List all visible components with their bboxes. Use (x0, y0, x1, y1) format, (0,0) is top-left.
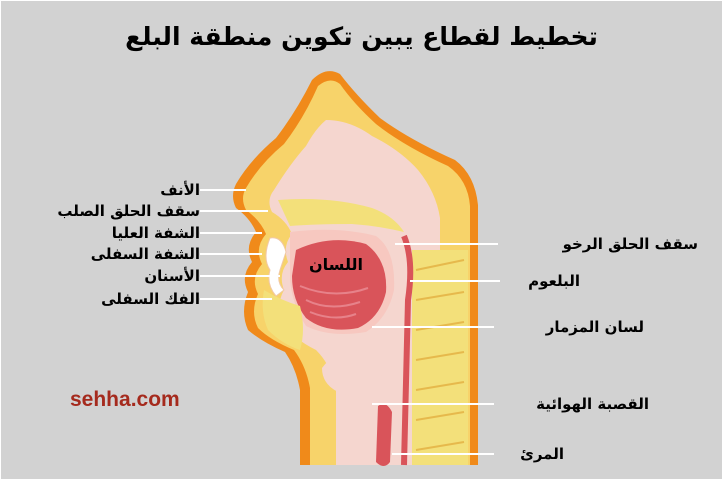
label-teeth: الأسنان (100, 267, 200, 285)
label-upper-lip: الشفة العليا (80, 224, 200, 242)
tongue-shape (292, 240, 386, 329)
trachea-tube (376, 404, 392, 466)
label-esophagus: المرئ (494, 445, 564, 463)
site-brand: sehha.com (70, 388, 180, 412)
label-trachea: القصبة الهوائية (494, 395, 649, 413)
label-hard-palate: سقف الحلق الصلب (20, 202, 200, 220)
label-epiglottis: لسان المزمار (494, 318, 644, 336)
spine-column (412, 250, 468, 465)
label-lower-lip: الشفة السفلى (80, 245, 200, 263)
label-lower-jaw: الفك السفلى (80, 290, 200, 308)
label-pharynx: البلعوم (500, 272, 580, 290)
label-soft-palate: سقف الحلق الرخو (498, 235, 698, 253)
label-tongue: اللسان (304, 256, 368, 274)
label-nose: الأنف (144, 181, 200, 199)
